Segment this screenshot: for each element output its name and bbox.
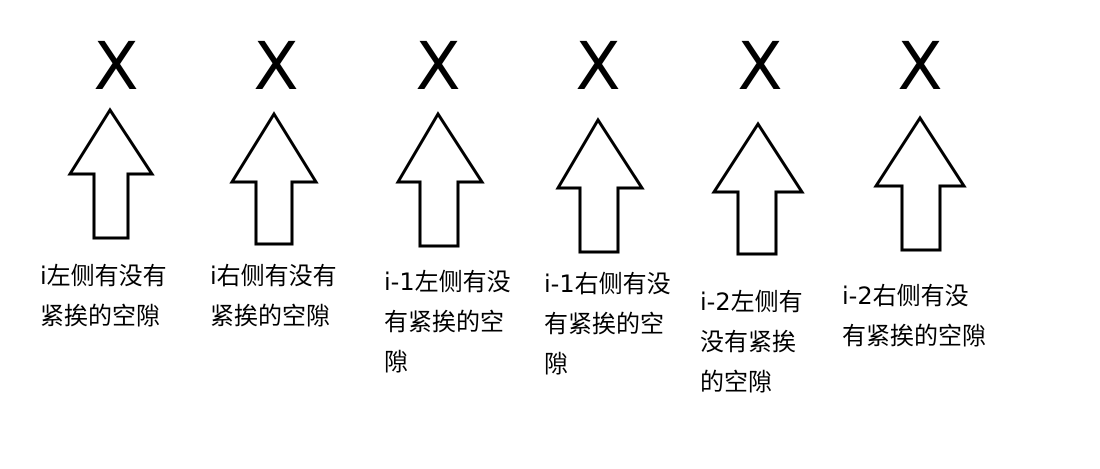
label-line: i右侧有没有 <box>210 262 337 290</box>
x-mark: X <box>737 28 783 105</box>
label-line: i-1右侧有没 <box>544 270 671 298</box>
label-i-left: i左侧有没有 紧挨的空隙 <box>40 256 167 336</box>
label-line: 紧挨的空隙 <box>210 302 330 330</box>
up-arrow-icon <box>555 117 645 254</box>
label-line: 没有紧挨 <box>700 328 796 356</box>
label-line: i-1左侧有没 <box>384 268 511 296</box>
label-i-right: i右侧有没有 紧挨的空隙 <box>210 256 337 336</box>
up-arrow-icon <box>395 111 485 248</box>
x-mark: X <box>93 28 139 105</box>
label-line: 隙 <box>384 348 408 376</box>
label-line: 紧挨的空隙 <box>40 302 160 330</box>
label-i-2-right: i-2右侧有没 有紧挨的空隙 <box>842 276 986 356</box>
up-arrow-icon <box>229 111 319 246</box>
label-i-1-left: i-1左侧有没 有紧挨的空 隙 <box>384 262 511 382</box>
label-line: i-2左侧有 <box>700 288 803 316</box>
label-i-2-left: i-2左侧有 没有紧挨 的空隙 <box>700 282 803 402</box>
label-i-1-right: i-1右侧有没 有紧挨的空 隙 <box>544 264 671 384</box>
label-line: 的空隙 <box>700 368 772 396</box>
label-line: 有紧挨的空隙 <box>842 322 986 350</box>
label-line: 有紧挨的空 <box>384 308 504 336</box>
up-arrow-icon <box>711 121 805 256</box>
label-line: i-2右侧有没 <box>842 282 969 310</box>
up-arrow-icon <box>873 115 967 252</box>
x-mark: X <box>897 28 943 105</box>
label-line: 隙 <box>544 350 568 378</box>
label-line: i左侧有没有 <box>40 262 167 290</box>
x-mark: X <box>575 28 621 105</box>
x-mark: X <box>415 28 461 105</box>
up-arrow-icon <box>67 107 155 240</box>
x-mark: X <box>253 28 299 105</box>
label-line: 有紧挨的空 <box>544 310 664 338</box>
